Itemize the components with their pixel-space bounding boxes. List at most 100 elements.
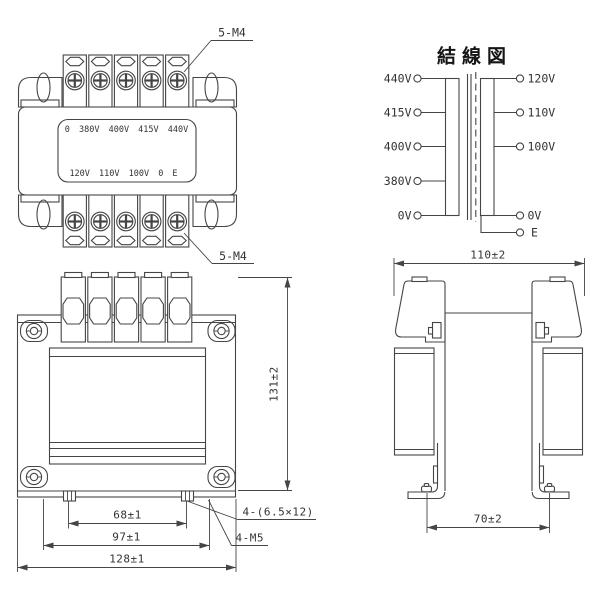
foot-screw-icon [543, 483, 556, 493]
terminal-screw-icon [64, 211, 86, 232]
terminal-lug-icon [167, 235, 187, 246]
clamp-screw-icon [25, 322, 43, 340]
terminal-lug-icon [65, 235, 85, 246]
mounting-slot [204, 199, 219, 230]
terminal-lug-icon [90, 56, 110, 67]
terminal-circle-icon [413, 211, 422, 220]
terminal-label-380v: 380V [384, 174, 412, 188]
terminal-block-tab [549, 276, 566, 283]
callout-leader [183, 40, 212, 73]
terminal-label-415v: 415V [384, 106, 412, 120]
dim-text-128: 128±1 [109, 553, 145, 566]
top-view: 0 380V 400V 415V 440V 120V 110V 100V 0 E… [17, 26, 254, 264]
terminal-mount-screw-icon [431, 321, 442, 339]
terminal-cap [117, 271, 136, 279]
terminal-label-100v: 100V [528, 140, 556, 154]
terminal-screw-icon [115, 70, 137, 91]
foot-screw-icon [420, 483, 433, 493]
terminal-circle-icon [515, 74, 525, 83]
bracket-rib [432, 465, 439, 484]
top-terminal-strip [62, 54, 190, 108]
terminal-mount-screw-icon [543, 326, 550, 335]
terminal-screw-icon [166, 70, 188, 91]
side-view-dimensions: 110±2 70±2 [393, 249, 585, 533]
terminal-lug-icon [142, 235, 162, 246]
wiring-diagram: 結線図 440V 415V 400V 380V 0V [384, 45, 555, 240]
coil-side-left [393, 347, 435, 456]
terminal-label-440v: 440V [384, 72, 412, 86]
terminal-cap [90, 271, 109, 279]
dim-text-110: 110±2 [470, 249, 506, 262]
front-view: 68±1 97±1 128±1 131±2 4-(6.5×12) 4-M5 [16, 271, 316, 572]
terminal-cavity-icon [168, 297, 191, 325]
terminal-label-120v: 120V [528, 72, 556, 86]
terminal-lug-icon [116, 235, 136, 246]
terminal-screw-icon [141, 211, 163, 232]
dim-text-70: 70±2 [474, 513, 503, 526]
terminal-screw-icon [141, 70, 163, 91]
terminal-circle-icon [413, 108, 422, 117]
coil-front-face [48, 347, 207, 465]
terminal-circle-icon [413, 176, 422, 186]
terminal-cap [170, 271, 189, 279]
mounting-slot [204, 72, 219, 103]
clamp-screw-icon [213, 468, 230, 486]
mounting-ear [207, 319, 236, 343]
tap-callout: 4-M5 [236, 532, 265, 545]
terminal-circle-icon [515, 108, 525, 117]
mounting-bracket-left [407, 443, 446, 500]
terminal-circle-icon [515, 211, 525, 220]
terminal-label-0v-left: 0V [398, 209, 412, 223]
bracket-foot-edge [195, 194, 235, 203]
mounting-slot [36, 199, 51, 230]
terminal-cavity-icon [142, 297, 164, 325]
callout-leader [208, 499, 232, 546]
terminal-screw-icon [64, 70, 86, 91]
mounting-ear [19, 465, 49, 489]
terminal-lug-icon [116, 56, 136, 67]
terminal-circle-icon [515, 228, 525, 237]
terminal-cavity-icon [62, 297, 85, 325]
primary-winding [444, 77, 460, 217]
earth-lead [480, 215, 517, 234]
terminal-label-0v-right: 0V [528, 209, 542, 223]
callout-leader [183, 232, 213, 264]
callout-leader [186, 500, 238, 520]
bracket-foot-edge [20, 194, 60, 203]
terminal-lug-icon [90, 235, 110, 246]
terminal-lug-icon [142, 56, 162, 67]
terminal-screw-icon [166, 211, 188, 232]
bracket-rib [538, 465, 545, 484]
primary-terminals: 440V 415V 400V 380V 0V [384, 72, 446, 223]
top-view-wing [17, 194, 63, 228]
terminal-label-400v: 400V [384, 140, 412, 154]
mounting-ear [19, 319, 49, 343]
clamp-screw-icon [213, 322, 230, 340]
bottom-terminal-strip [62, 194, 190, 248]
terminal-block-tab [411, 276, 428, 283]
terminal-cap [144, 271, 163, 279]
terminal-label-110v: 110V [528, 106, 556, 120]
secondary-terminals: 120V 110V 100V 0V E [480, 72, 556, 240]
clamp-screw-icon [25, 468, 43, 486]
coil-side-right [542, 347, 584, 456]
terminal-circle-icon [413, 142, 422, 151]
mounting-ear [207, 465, 236, 489]
front-terminal-strip [60, 271, 193, 343]
terminal-label-earth: E [531, 226, 538, 240]
side-view: 110±2 70±2 [393, 249, 585, 533]
terminal-screw-icon [115, 211, 137, 232]
bracket-foot-edge [20, 99, 60, 108]
nameplate-secondary-voltages: 120V 110V 100V 0 E [69, 169, 177, 179]
secondary-winding [479, 77, 495, 217]
mounting-slot [36, 72, 51, 103]
dim-text-131: 131±2 [268, 366, 281, 402]
slot-callout: 4-(6.5×12) [243, 506, 314, 519]
terminal-mount-screw-icon [535, 321, 546, 339]
top-view-wing [192, 194, 238, 228]
terminal-mount-screw-icon [427, 326, 434, 335]
terminal-lug-icon [167, 56, 187, 67]
terminal-lug-icon [65, 56, 85, 67]
